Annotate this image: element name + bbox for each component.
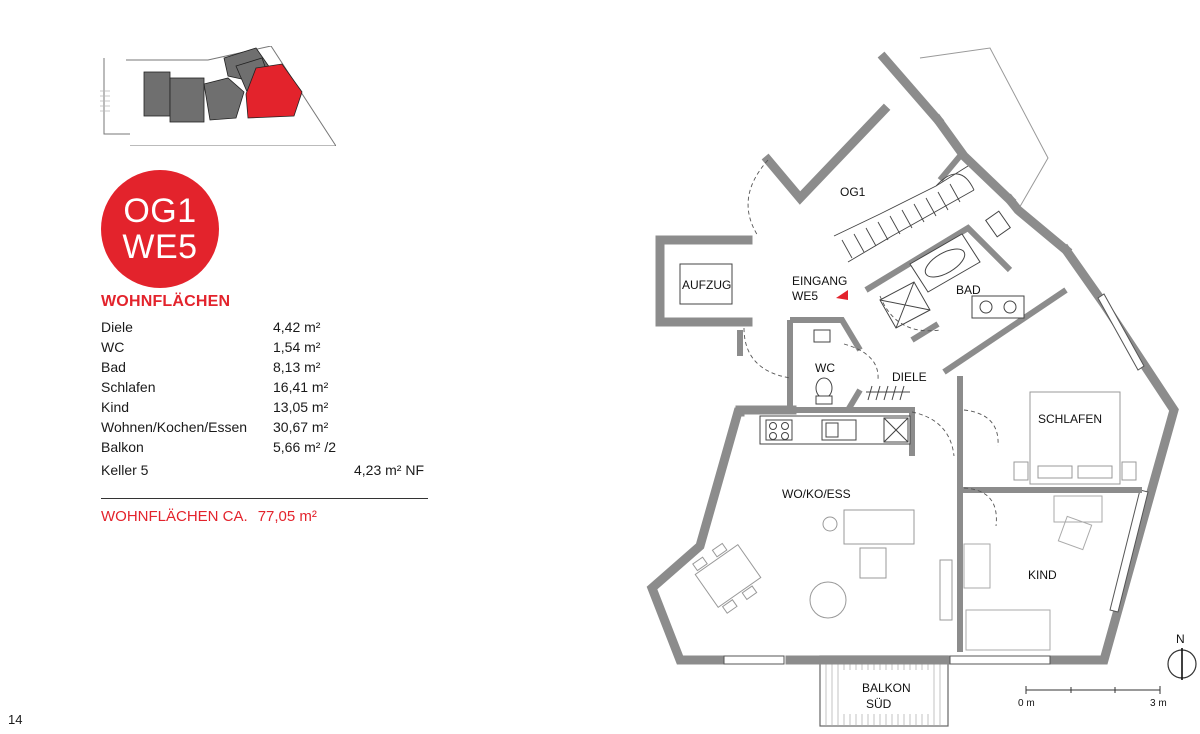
area-value: 1,54 m² xyxy=(273,339,321,355)
total-label: WOHNFLÄCHEN CA. xyxy=(101,508,248,525)
area-row: Wohnen/Kochen/Essen 30,67 m² xyxy=(101,417,431,437)
area-name: Wohnen/Kochen/Essen xyxy=(101,419,248,435)
area-row: Kind 13,05 m² xyxy=(101,397,431,417)
area-name: Kind xyxy=(101,399,130,415)
area-value: 8,13 m² xyxy=(273,359,321,375)
area-value: 5,66 m² /2 xyxy=(273,439,337,455)
interior-walls xyxy=(737,154,1142,652)
area-row: Balkon 5,66 m² /2 xyxy=(101,437,431,457)
room-label-eingang: EINGANG xyxy=(792,274,847,288)
north-label: N xyxy=(1176,632,1185,646)
room-label-eingang-unit: WE5 xyxy=(792,289,818,303)
scale-end: 3 m xyxy=(1150,698,1167,709)
unit-badge: OG1 WE5 xyxy=(101,170,219,288)
north-arrow-icon xyxy=(1167,648,1197,680)
floor-plan: OG1 AUFZUG EINGANG WE5 BAD WC DIELE SCHL… xyxy=(646,47,1197,727)
total-area: WOHNFLÄCHEN CA. 77,05 m² xyxy=(101,508,317,525)
room-label-woko: WO/KO/ESS xyxy=(782,487,851,501)
staircase xyxy=(833,165,975,263)
room-label-wc: WC xyxy=(815,361,835,375)
divider xyxy=(101,498,428,499)
room-label-aufzug: AUFZUG xyxy=(682,278,731,292)
area-value: 30,67 m² xyxy=(273,419,329,435)
area-name: Diele xyxy=(101,319,133,335)
room-label-balkon: BALKON xyxy=(862,681,911,695)
bathroom-fixtures xyxy=(879,210,1025,329)
total-value: 77,05 m² xyxy=(257,508,317,525)
area-name: Balkon xyxy=(101,439,144,455)
badge-unit: WE5 xyxy=(122,228,198,266)
exterior-walls xyxy=(646,51,1179,665)
room-label-diele: DIELE xyxy=(892,370,927,384)
entrance-arrow-icon xyxy=(836,290,848,300)
area-row: Bad 8,13 m² xyxy=(101,357,431,377)
site-hatch xyxy=(100,90,110,112)
site-key-map xyxy=(100,46,336,146)
room-label-og1: OG1 xyxy=(840,185,866,199)
kids-furniture xyxy=(963,495,1103,651)
kitchen-counter xyxy=(759,415,911,445)
area-row: Schlafen 16,41 m² xyxy=(101,377,431,397)
scale-bar xyxy=(1025,686,1161,694)
area-value: 16,41 m² xyxy=(273,379,329,395)
scale-start: 0 m xyxy=(1018,698,1035,709)
page-number: 14 xyxy=(8,712,23,727)
area-value: 4,23 m² NF xyxy=(354,462,425,478)
room-label-schlafen: SCHLAFEN xyxy=(1038,412,1102,426)
area-value: 13,05 m² xyxy=(273,399,329,415)
wc-fixtures xyxy=(813,329,833,405)
area-row: Keller 5 4,23 m² NF xyxy=(101,460,431,480)
building-blocks xyxy=(143,47,273,123)
door-swings xyxy=(743,159,999,527)
area-name: WC xyxy=(101,339,125,355)
balcony xyxy=(819,655,949,727)
terrace-outline xyxy=(919,47,1049,211)
area-row: WC 1,54 m² xyxy=(101,337,431,357)
living-furniture xyxy=(692,509,953,621)
area-value: 4,42 m² xyxy=(273,319,321,335)
areas-title: WOHNFLÄCHEN xyxy=(101,293,231,310)
badge-floor: OG1 xyxy=(123,192,197,230)
area-name: Schlafen xyxy=(101,379,156,395)
unit-highlight xyxy=(245,63,303,119)
elevator-car xyxy=(679,263,733,305)
room-label-kind: KIND xyxy=(1028,568,1057,582)
area-name: Keller 5 xyxy=(101,462,149,478)
wardrobe xyxy=(866,385,910,401)
bed xyxy=(1013,391,1137,485)
windows xyxy=(723,293,1149,665)
area-name: Bad xyxy=(101,359,126,375)
area-row: Diele 4,42 m² xyxy=(101,317,431,337)
room-label-balkon-orientation: SÜD xyxy=(866,697,892,711)
room-label-bad: BAD xyxy=(956,283,981,297)
